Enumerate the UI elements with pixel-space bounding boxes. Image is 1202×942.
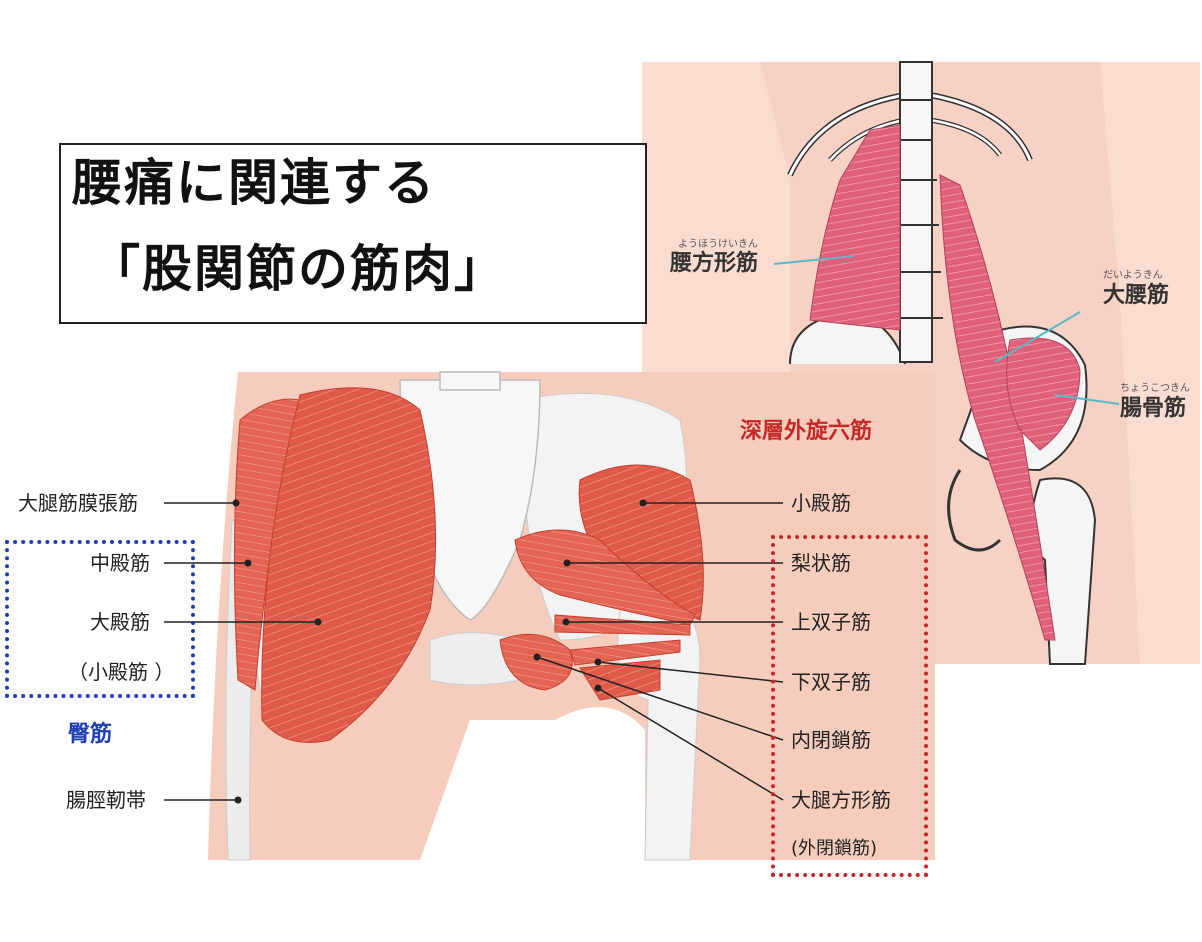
leader-obturator-internus <box>536 656 784 741</box>
label-gluteus-minimus: 小殿筋 <box>791 491 851 515</box>
label-gluteus-medius: 中殿筋 <box>90 551 150 575</box>
reading-psoas-major: だいようきん <box>1103 270 1163 281</box>
femur <box>617 601 701 861</box>
label-gluteus-maximus: 大殿筋 <box>90 610 150 634</box>
deep-rotators-group-label: 深層外旋六筋 <box>740 419 873 444</box>
leader-dots <box>232 499 647 804</box>
label-it-band: 腸脛靭帯 <box>66 788 146 812</box>
leader-lines <box>164 255 1120 801</box>
label-inferior-gemellus: 下双子筋 <box>791 670 871 694</box>
leader-quadratus-lumborum <box>773 255 855 265</box>
leader-quadratus-femoris <box>597 687 784 801</box>
quadratus-lumborum-muscle <box>809 124 901 331</box>
label-obturator-externus-paren: (外閉鎖筋) <box>791 838 878 859</box>
gluteus-maximus-muscle <box>261 387 437 743</box>
leader-psoas-major <box>994 311 1081 363</box>
lumbar-spine <box>889 61 943 363</box>
label-quadratus-femoris: 大腿方形筋 <box>791 788 891 812</box>
title-box <box>59 143 647 324</box>
label-quadratus-lumborum: 腰方形筋 <box>670 251 759 276</box>
iliacus-muscle <box>1006 337 1081 451</box>
label-psoas-major: 大腰筋 <box>1103 283 1170 308</box>
deep-rotator-group-box <box>771 535 928 877</box>
leader-inferior-gemellus <box>597 661 784 683</box>
label-piriformis: 梨状筋 <box>791 551 851 575</box>
label-obturator-internus: 内閉鎖筋 <box>791 728 871 752</box>
reading-quadratus-lumborum: ようほうけいきん <box>678 239 758 250</box>
psoas-major-muscle <box>939 174 1056 641</box>
piriformis-muscle <box>514 529 696 626</box>
reading-iliacus: ちょうこつきん <box>1120 383 1190 394</box>
label-iliacus: 腸骨筋 <box>1120 396 1187 421</box>
label-tfl: 大腿筋膜張筋 <box>18 491 138 515</box>
label-gluteus-minimus-paren: （小殿筋 ） <box>68 660 175 684</box>
gluteals-group-label: 臀筋 <box>68 722 113 747</box>
label-superior-gemellus: 上双子筋 <box>791 610 871 634</box>
gluteal-group-box <box>5 540 195 698</box>
leader-iliacus <box>1054 394 1120 405</box>
title-line-1: 腰痛に関連する <box>72 154 436 212</box>
title-line-2: 「股関節の筋肉」 <box>90 240 506 298</box>
obturator-internus-muscle <box>499 633 573 691</box>
hip-panel <box>208 371 935 861</box>
